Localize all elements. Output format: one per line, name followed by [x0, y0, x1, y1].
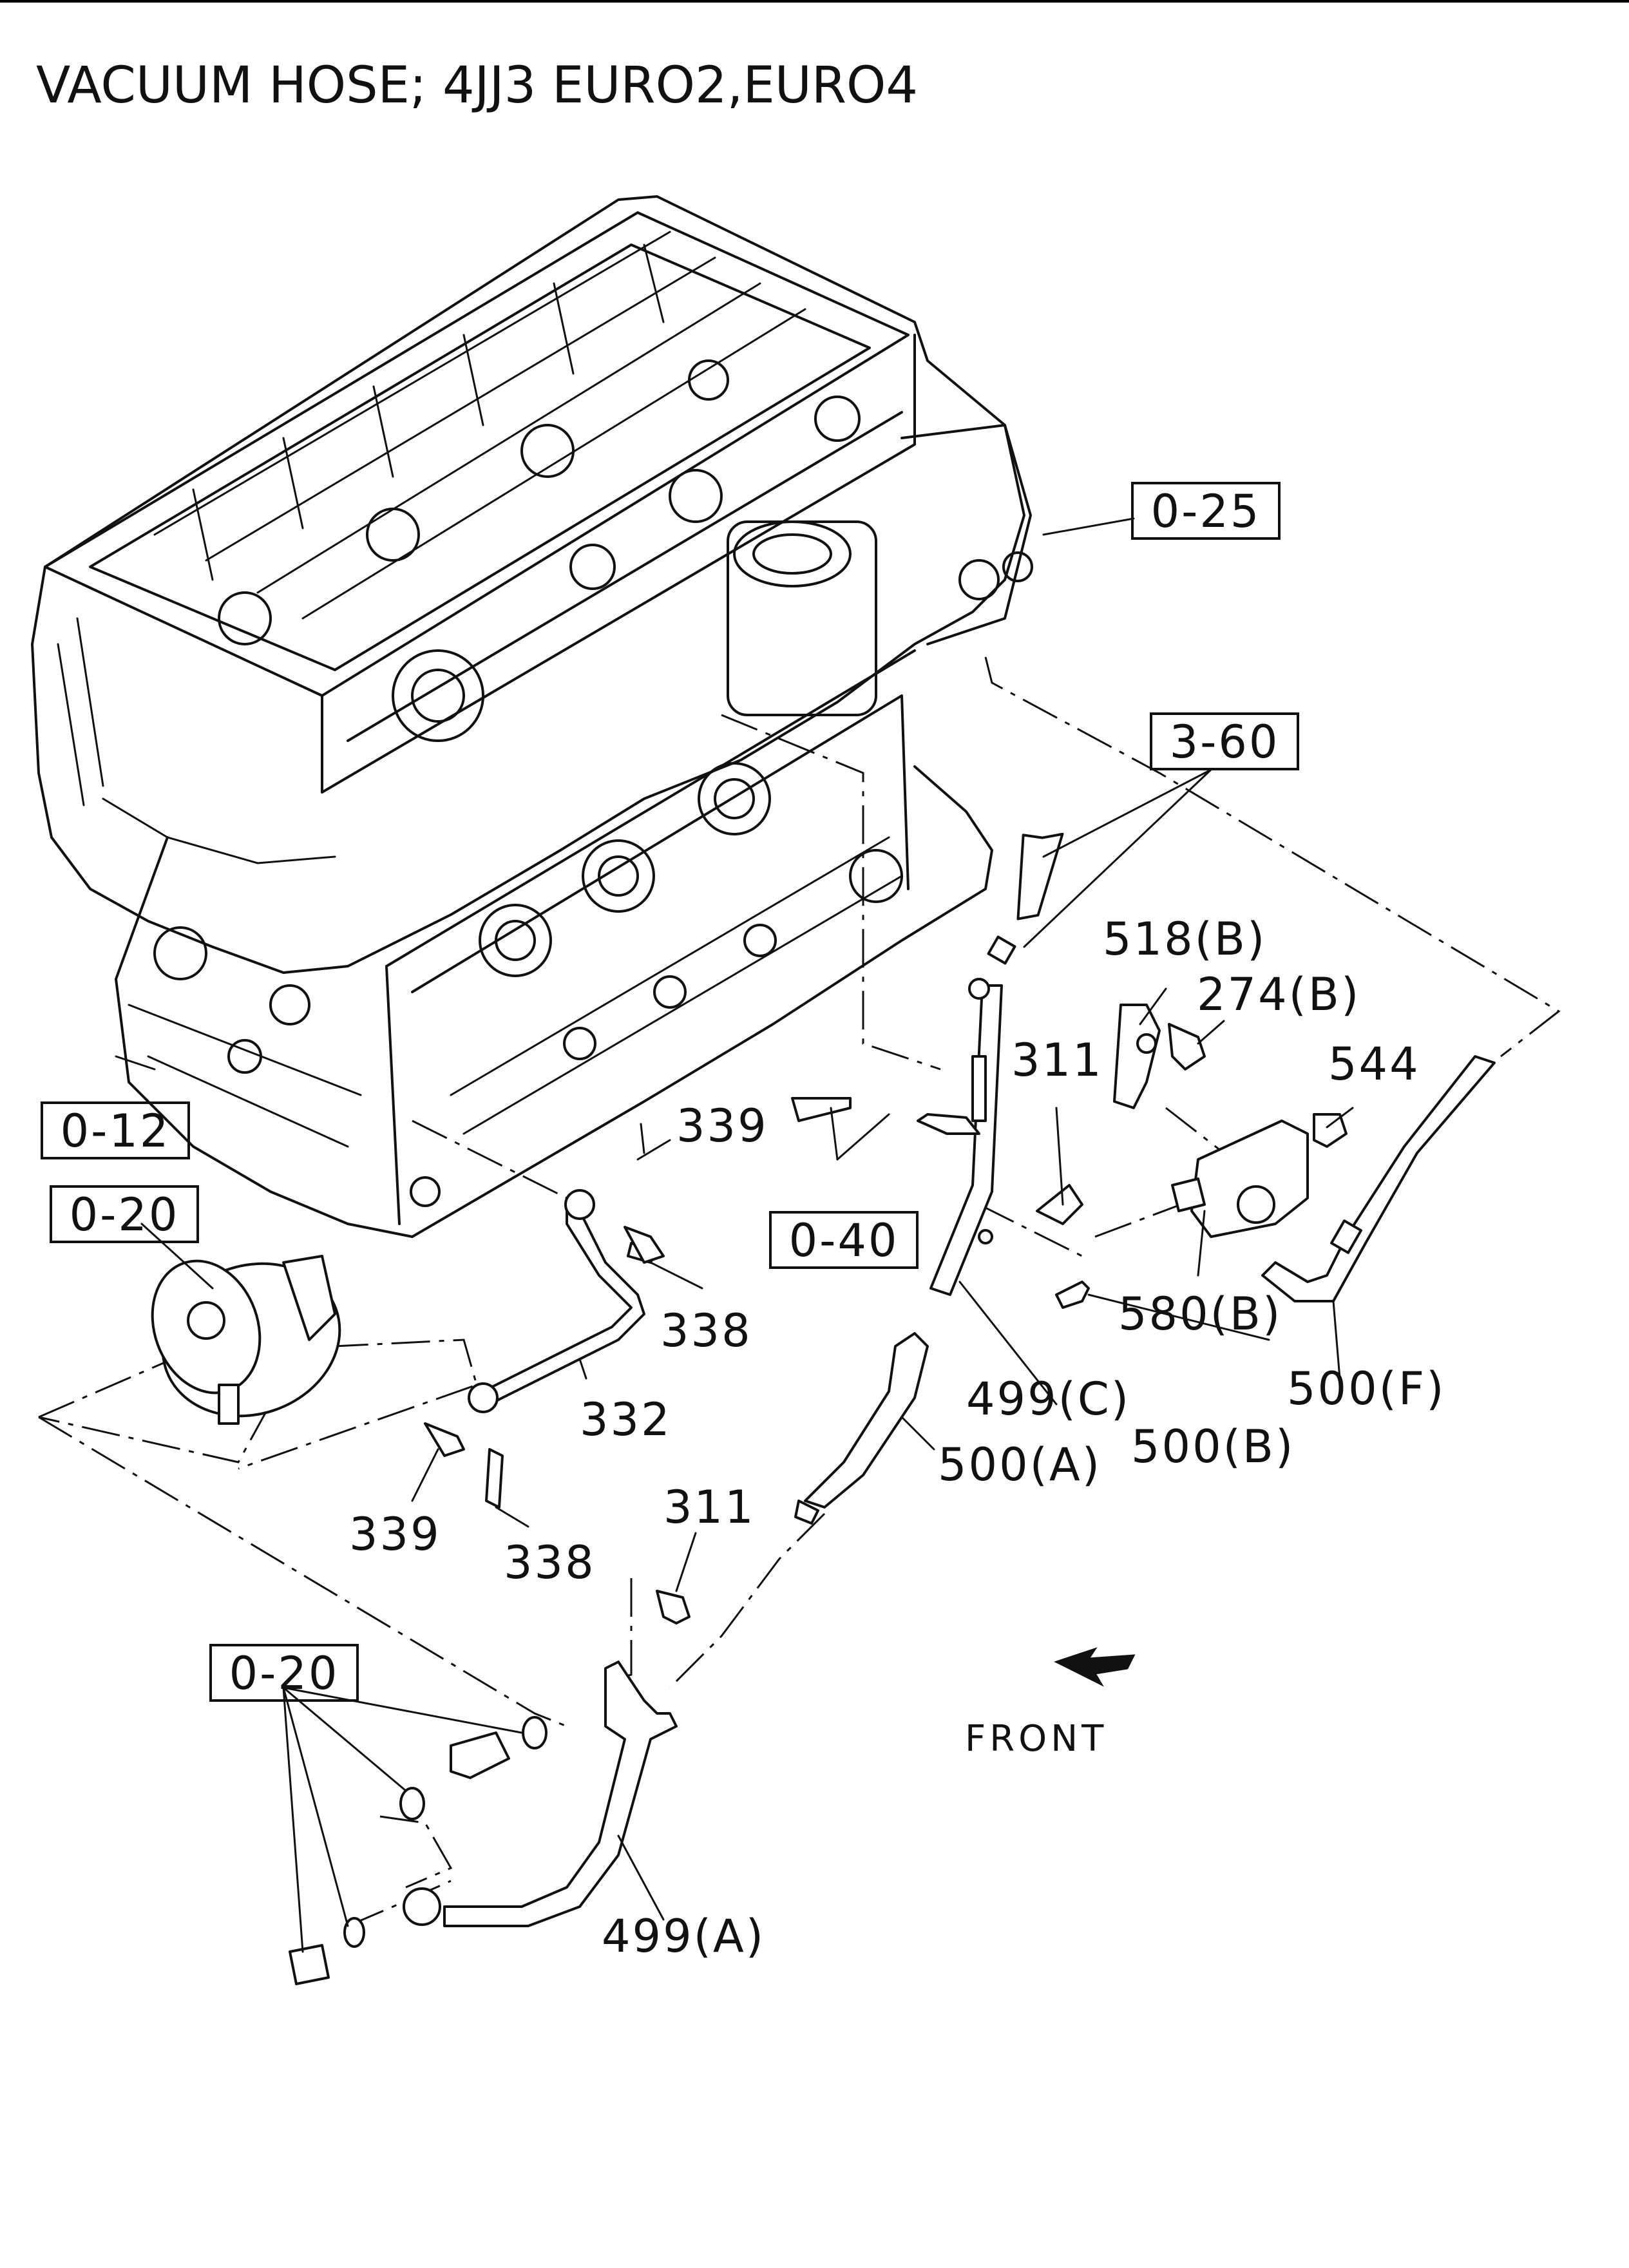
pipe-499a-part — [403, 1661, 678, 1927]
label-518b: 518(B) — [1103, 913, 1266, 966]
label-339-top: 339 — [676, 1100, 768, 1152]
vacuum-pump-part — [151, 1255, 341, 1425]
section-ref-0-20-bottom: 0-20 — [209, 1644, 359, 1702]
label-580b: 580(B) — [1118, 1288, 1282, 1340]
section-ref-0-20-top: 0-20 — [50, 1185, 199, 1243]
label-311-top: 311 — [1011, 1034, 1103, 1087]
label-338-top: 338 — [660, 1304, 752, 1357]
svg-text:0-12: 0-12 — [61, 1105, 171, 1158]
section-ref-0-25: 0-25 — [1131, 482, 1281, 540]
label-332: 332 — [580, 1393, 672, 1446]
hose-short-part — [987, 832, 1064, 965]
label-499c: 499(C) — [966, 1373, 1130, 1425]
svg-text:0-20: 0-20 — [70, 1188, 180, 1241]
front-label: FRONT — [965, 1718, 1107, 1760]
solenoid-valve-part — [1113, 1004, 1309, 1238]
leader-lines — [115, 517, 1354, 1953]
top-border — [0, 0, 1629, 3]
front-arrow-icon — [1054, 1647, 1136, 1687]
label-544: 544 — [1328, 1038, 1420, 1091]
bolts-and-fittings — [289, 1023, 1348, 1985]
hose-500f-part — [1261, 1055, 1496, 1302]
label-500a: 500(A) — [938, 1438, 1101, 1491]
label-500f: 500(F) — [1287, 1362, 1446, 1415]
section-ref-0-40: 0-40 — [769, 1211, 919, 1269]
engine-block-drawing — [31, 195, 1033, 1238]
svg-text:3-60: 3-60 — [1170, 716, 1280, 768]
svg-text:0-25: 0-25 — [1151, 485, 1261, 538]
label-274b: 274(B) — [1197, 968, 1360, 1021]
section-ref-0-12: 0-12 — [41, 1101, 190, 1159]
label-339-bottom: 339 — [349, 1508, 441, 1561]
hose-500a-part — [794, 1332, 929, 1525]
svg-text:0-40: 0-40 — [789, 1214, 899, 1267]
label-499a: 499(A) — [602, 1910, 765, 1963]
label-500b: 500(B) — [1131, 1420, 1295, 1473]
svg-text:0-20: 0-20 — [229, 1647, 339, 1700]
label-311-bottom: 311 — [663, 1481, 756, 1534]
pipe-332-part — [468, 1189, 645, 1413]
diagram-title: VACUUM HOSE; 4JJ3 EURO2,EURO4 — [36, 57, 919, 115]
pipe-499c-part — [917, 978, 1003, 1296]
section-ref-3-60: 3-60 — [1150, 712, 1299, 770]
label-338-bottom: 338 — [504, 1536, 596, 1589]
